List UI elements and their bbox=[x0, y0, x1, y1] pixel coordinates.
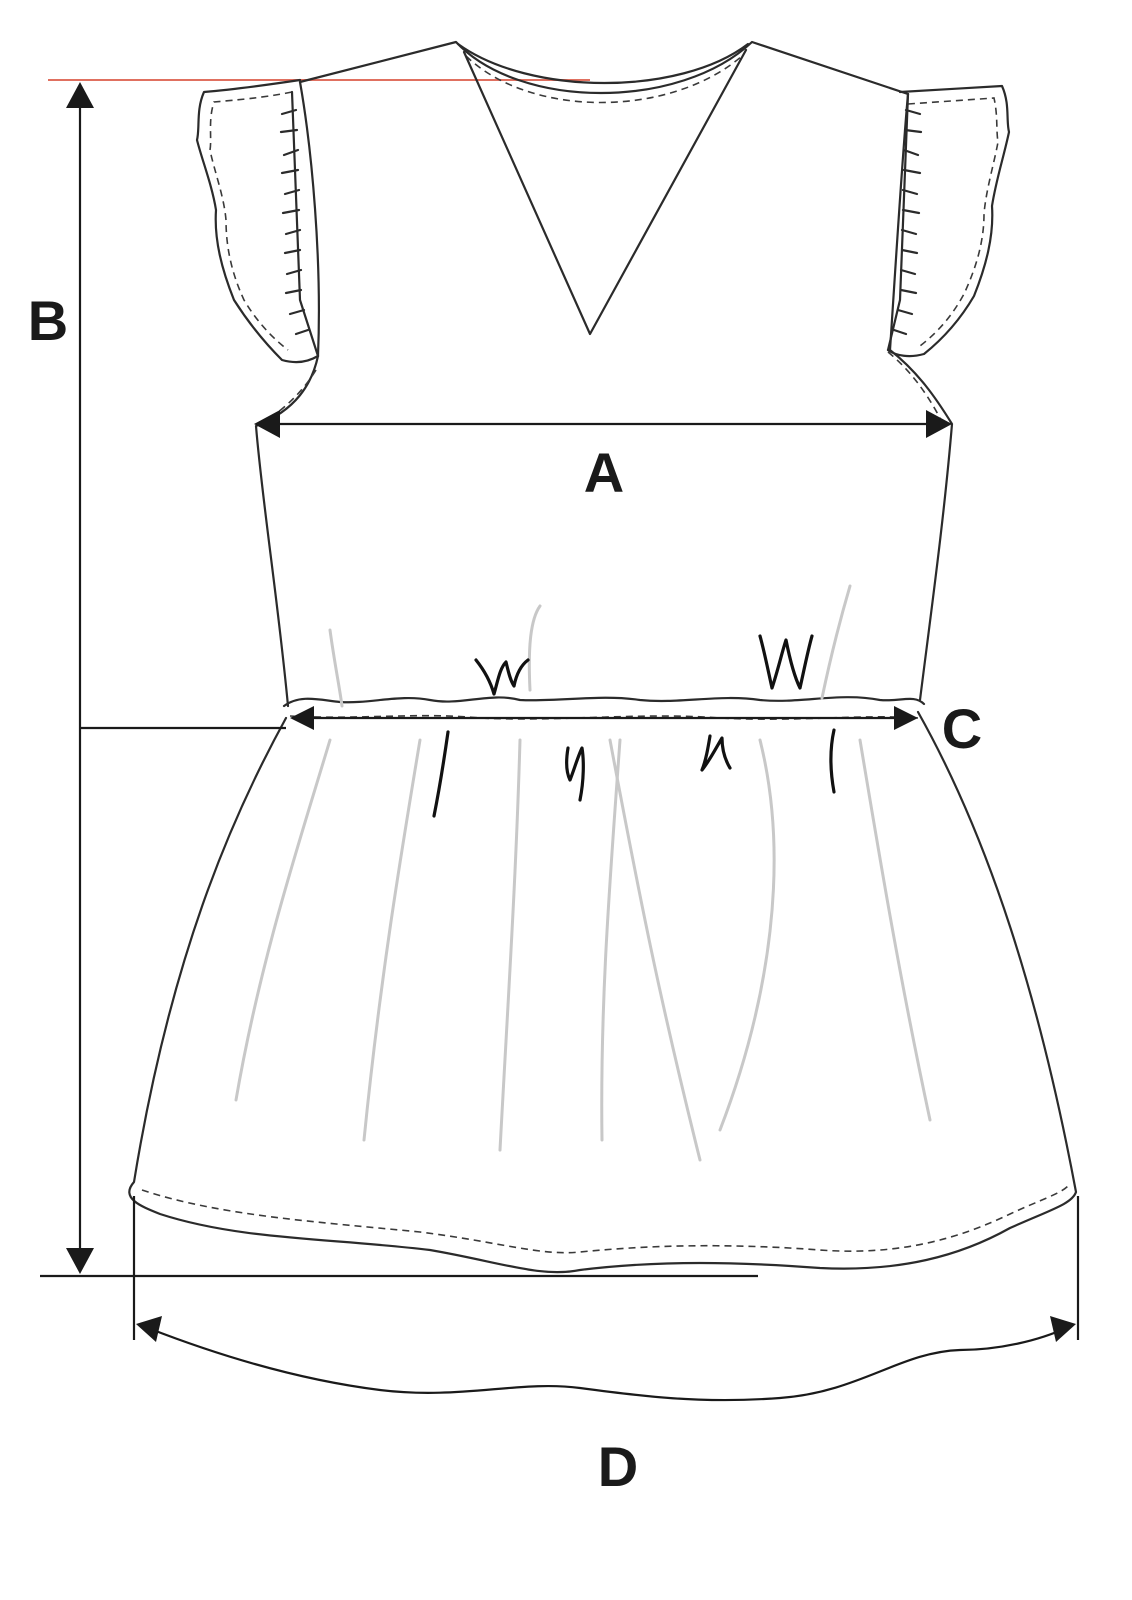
label-d: D bbox=[598, 1435, 638, 1498]
dress-skirt bbox=[128, 710, 1078, 1274]
gather-marks bbox=[432, 634, 836, 818]
v-neck bbox=[462, 48, 748, 336]
label-a: A bbox=[584, 441, 624, 504]
fabric-folds bbox=[234, 584, 932, 1162]
dress-bodice bbox=[254, 40, 954, 708]
dimension-d bbox=[132, 1196, 1080, 1402]
left-ruffle-sleeve bbox=[195, 78, 320, 364]
label-c: C bbox=[942, 697, 982, 760]
dimension-a bbox=[254, 410, 952, 438]
waist-seam bbox=[282, 696, 926, 720]
dimension-b bbox=[40, 82, 758, 1278]
label-b: B bbox=[28, 289, 68, 352]
right-ruffle-sleeve bbox=[886, 84, 1011, 358]
dimension-c bbox=[290, 706, 918, 730]
